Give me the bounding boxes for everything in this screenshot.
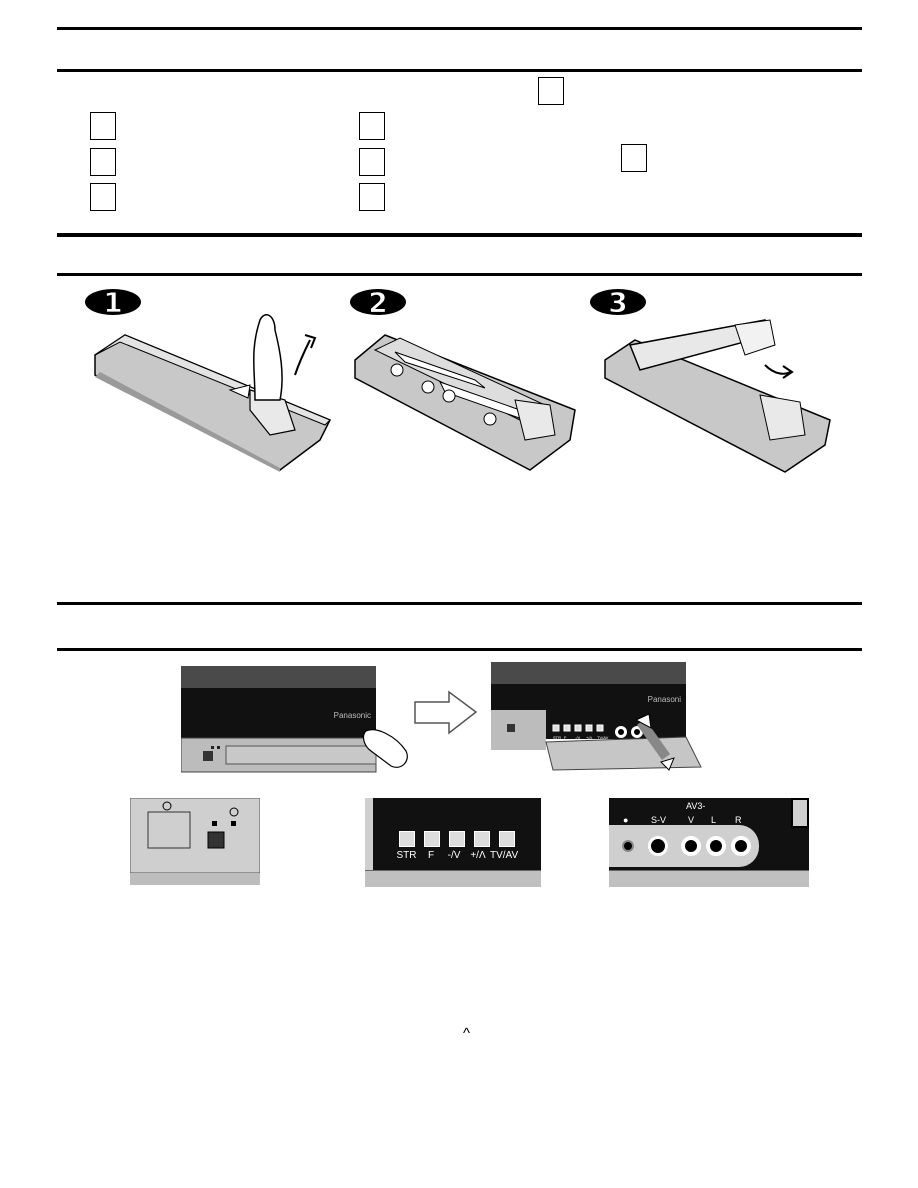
small-button-label: F	[564, 735, 567, 740]
left-audio-label: L	[711, 815, 717, 825]
right-arrow-icon	[414, 690, 478, 735]
section-rule-5	[57, 602, 862, 605]
key-box	[359, 148, 385, 176]
av3-panel-detail: ● AV3- S-V V L R	[609, 798, 809, 888]
f-button[interactable]	[424, 831, 440, 847]
remote-step-1-illustration: 1	[85, 286, 332, 472]
f-label: F	[427, 850, 435, 861]
key-box	[359, 183, 385, 211]
power-panel-detail	[130, 798, 260, 885]
section-rule-6	[57, 648, 862, 651]
top-rule-1	[57, 27, 862, 30]
s-video-jack[interactable]	[648, 836, 668, 856]
key-box	[621, 144, 647, 172]
step-badge-2: 2	[368, 286, 387, 319]
step-badge-1: 1	[103, 286, 122, 319]
remote-step-2-illustration: 2	[350, 286, 576, 471]
small-button-label: -/V	[575, 735, 580, 740]
key-box	[90, 148, 116, 176]
caret-symbol: ^	[463, 1025, 471, 1042]
volume-up-label: +/Λ	[470, 850, 486, 861]
right-audio-label: R	[735, 815, 742, 825]
small-button-label: +/Λ	[586, 735, 592, 740]
left-audio-jack[interactable]	[706, 836, 726, 856]
right-audio-jack[interactable]	[731, 836, 751, 856]
tv-front-closed-illustration: Panasonic	[181, 666, 408, 773]
s-video-label: S-V	[651, 815, 667, 825]
key-box	[538, 77, 564, 105]
small-button-label: STR	[553, 735, 561, 740]
video-jack[interactable]	[681, 836, 701, 856]
av3-group-label: AV3-	[686, 801, 706, 811]
section-rule-4	[57, 273, 862, 276]
tv-brand-label: Panasoni	[648, 695, 682, 704]
video-label: V	[688, 815, 695, 825]
str-label: STR	[396, 850, 417, 861]
str-button[interactable]	[399, 831, 415, 847]
headphone-icon: ●	[623, 815, 629, 825]
tv-av-label: TV/AV	[490, 850, 519, 861]
button-panel-detail: STR F -/V +/Λ TV/AV	[365, 798, 541, 888]
top-rule-2	[57, 69, 862, 72]
volume-down-button[interactable]	[449, 831, 465, 847]
headphone-jack[interactable]	[622, 840, 634, 852]
volume-up-button[interactable]	[474, 831, 490, 847]
tv-av-button[interactable]	[499, 831, 515, 847]
step-badge-3: 3	[608, 286, 627, 319]
key-box	[90, 183, 116, 211]
tv-brand-label: Panasonic	[334, 711, 371, 720]
small-button-label: TV/AV	[597, 735, 609, 740]
volume-down-label: -/V	[447, 850, 461, 861]
remote-step-3-illustration: 3	[590, 286, 831, 473]
key-box	[359, 112, 385, 140]
tv-front-open-illustration: Panasoni STR F -/V +/Λ TV/AV	[491, 662, 702, 771]
section-rule-3	[57, 233, 862, 237]
key-box	[90, 112, 116, 140]
